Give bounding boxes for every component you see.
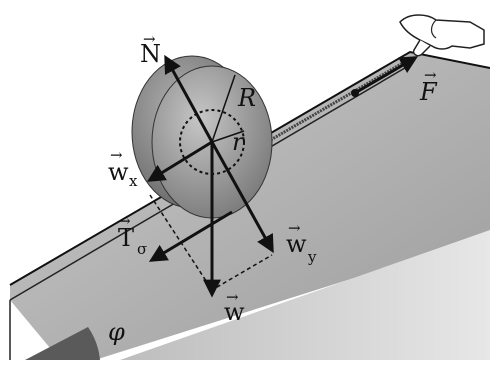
vec-mark-F: → [424,66,437,84]
label-wx-sub: x [129,172,138,190]
label-T-sub: σ [137,240,147,258]
normal-force-arrow [164,54,214,143]
label-R: R [237,84,256,112]
incline-edge [9,50,490,286]
label-w: w [224,298,245,326]
vec-mark-wy: → [288,219,301,237]
label-wx: w [108,158,129,186]
small-radius-line [211,130,245,143]
rope [249,58,409,154]
weight-y-arrow [210,141,274,254]
vec-mark-w: → [226,288,239,306]
label-phi: φ [108,318,125,346]
label-F: F [419,78,438,106]
vec-mark-wx: → [110,146,123,164]
vec-mark-T: → [118,212,131,230]
angle-wedge [25,327,100,360]
hand-icon [399,14,485,57]
big-radius-line [211,74,236,143]
incline-top-face [10,52,490,360]
friction-arrow [148,210,233,262]
label-N: N [140,40,161,68]
incline-front-face [120,230,490,360]
label-r: r [232,128,245,156]
vec-mark-N: → [143,30,156,48]
weight-x-arrow [146,140,213,182]
label-wy: w [286,230,307,258]
label-T: T [118,224,134,252]
rope-point [351,89,359,97]
label-wy-sub: y [307,248,317,266]
pull-force-arrow [354,56,419,95]
